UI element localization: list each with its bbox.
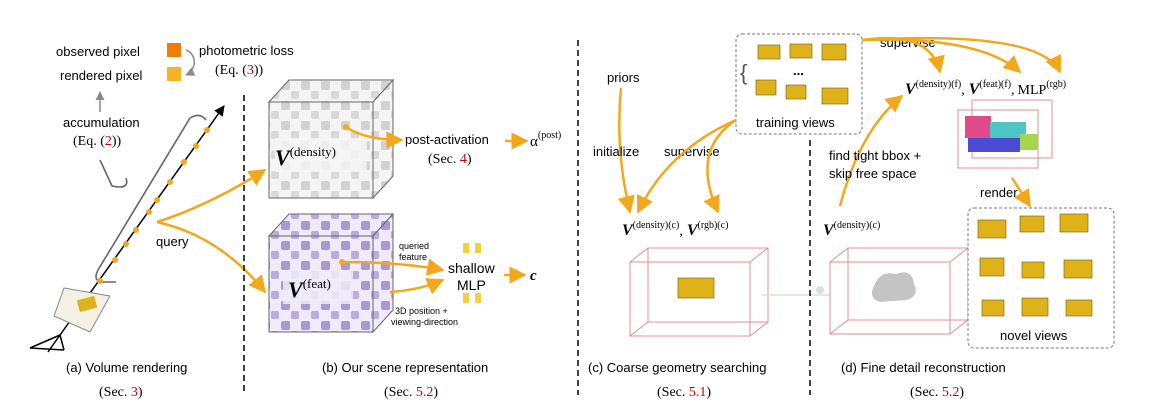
ray-brace-top [189,114,207,121]
panel-c: priors initialize supervise { ... traini… [588,33,863,400]
panel-d-caption: (d) Fine detail reconstruction [841,360,1006,375]
panel-a-caption: (a) Volume rendering [66,360,187,375]
free-space-bbox [829,247,969,335]
panel-d: supervise V(density)(f),V(feat)(f),MLP(r… [823,35,1115,400]
query-label: query [156,234,189,249]
novel-views-label: novel views [1000,328,1068,343]
find-bbox-label-2: skip free space [829,166,916,181]
priors-arrow [617,87,635,214]
panel-a: observed pixel rendered pixel photometri… [29,43,294,400]
supervise-c-label: supervise [664,144,720,159]
render-arrow [1010,177,1032,208]
post-activation-label: post-activation [405,132,489,147]
accumulation-eq: (Eq. (2)) [73,134,122,149]
priors-label: priors [607,70,640,85]
query-arrow-feat [156,220,267,294]
novel-views-panel: novel views [967,207,1115,349]
queried-feature-label-1: queried [399,241,429,251]
ray-samples [97,127,210,284]
supervise-d-arrow-3 [861,36,1062,74]
panel-b: V(density) V(feat) post-activation (Sec.… [267,78,561,400]
v-density-c-symbol: V(density)(c),V(rgb)(c) [622,220,728,239]
position-label-2: viewing-direction [391,317,458,327]
density-grid-cube [267,78,395,200]
bbox-arrow [838,94,904,207]
rendered-pixel-swatch [167,67,181,81]
training-views-label: training views [756,115,835,130]
render-label: render [980,185,1018,200]
find-bbox-label-1: find tight bbox + [829,148,921,163]
panel-b-caption: (b) Our scene representation [322,360,488,375]
output-c-symbol: c [530,268,537,284]
panel-c-ref: (Sec. 5.1) [657,385,711,400]
mlp-label-2: MLP [457,277,486,293]
camera-icon [29,287,111,353]
post-activation-arrow [345,125,404,149]
v-density-symbol: V(density) [275,144,336,170]
alpha-post-symbol: α(post) [530,130,561,150]
mlp-neurons [463,243,481,303]
loss-connector [185,49,196,76]
query-arrow-density [156,168,267,224]
supervise-c-arrow-1 [636,118,737,214]
panel-d-ref: (Sec. 5.2) [910,385,964,400]
ray-brace-mid [99,159,128,188]
training-views-panel: { ... training views [735,33,863,135]
initialize-label: initialize [593,144,639,159]
supervise-c-arrow-2 [703,118,737,214]
photometric-eq: (Eq. (3)) [215,63,264,78]
v-density-c-input: V(density)(c) [823,220,880,239]
svg-text:{: { [740,60,747,85]
accumulation-label: accumulation [63,115,140,130]
ray-brace-outer [95,117,191,283]
v-feat-symbol: V(feat) [288,276,331,302]
mlp-label-1: shallow [448,260,496,276]
fine-render-bbox [957,99,1053,169]
queried-feature-label-2: feature [399,252,427,262]
queried-feature-arrow [341,258,445,276]
panel-c-caption: (c) Coarse geometry searching [588,360,766,375]
photometric-loss-label: photometric loss [199,43,294,58]
observed-pixel-label: observed pixel [56,44,140,59]
rendered-pixel-label: rendered pixel [60,68,142,83]
position-arrow [389,278,445,295]
position-label-1: 3D position + [395,306,448,316]
panel-a-ref: (Sec. 3) [99,385,143,400]
coarse-excavator [677,277,715,299]
observed-pixel-swatch [167,43,181,57]
v-fine-symbols: V(density)(f),V(feat)(f),MLP(rgb) [905,79,1066,98]
coarse-bbox [629,247,769,337]
panel-b-ref: (Sec. 5.2) [384,385,438,400]
training-ellipsis: ... [793,63,804,78]
post-activation-ref: (Sec. 4) [428,152,472,167]
feature-grid-cube [267,212,395,334]
